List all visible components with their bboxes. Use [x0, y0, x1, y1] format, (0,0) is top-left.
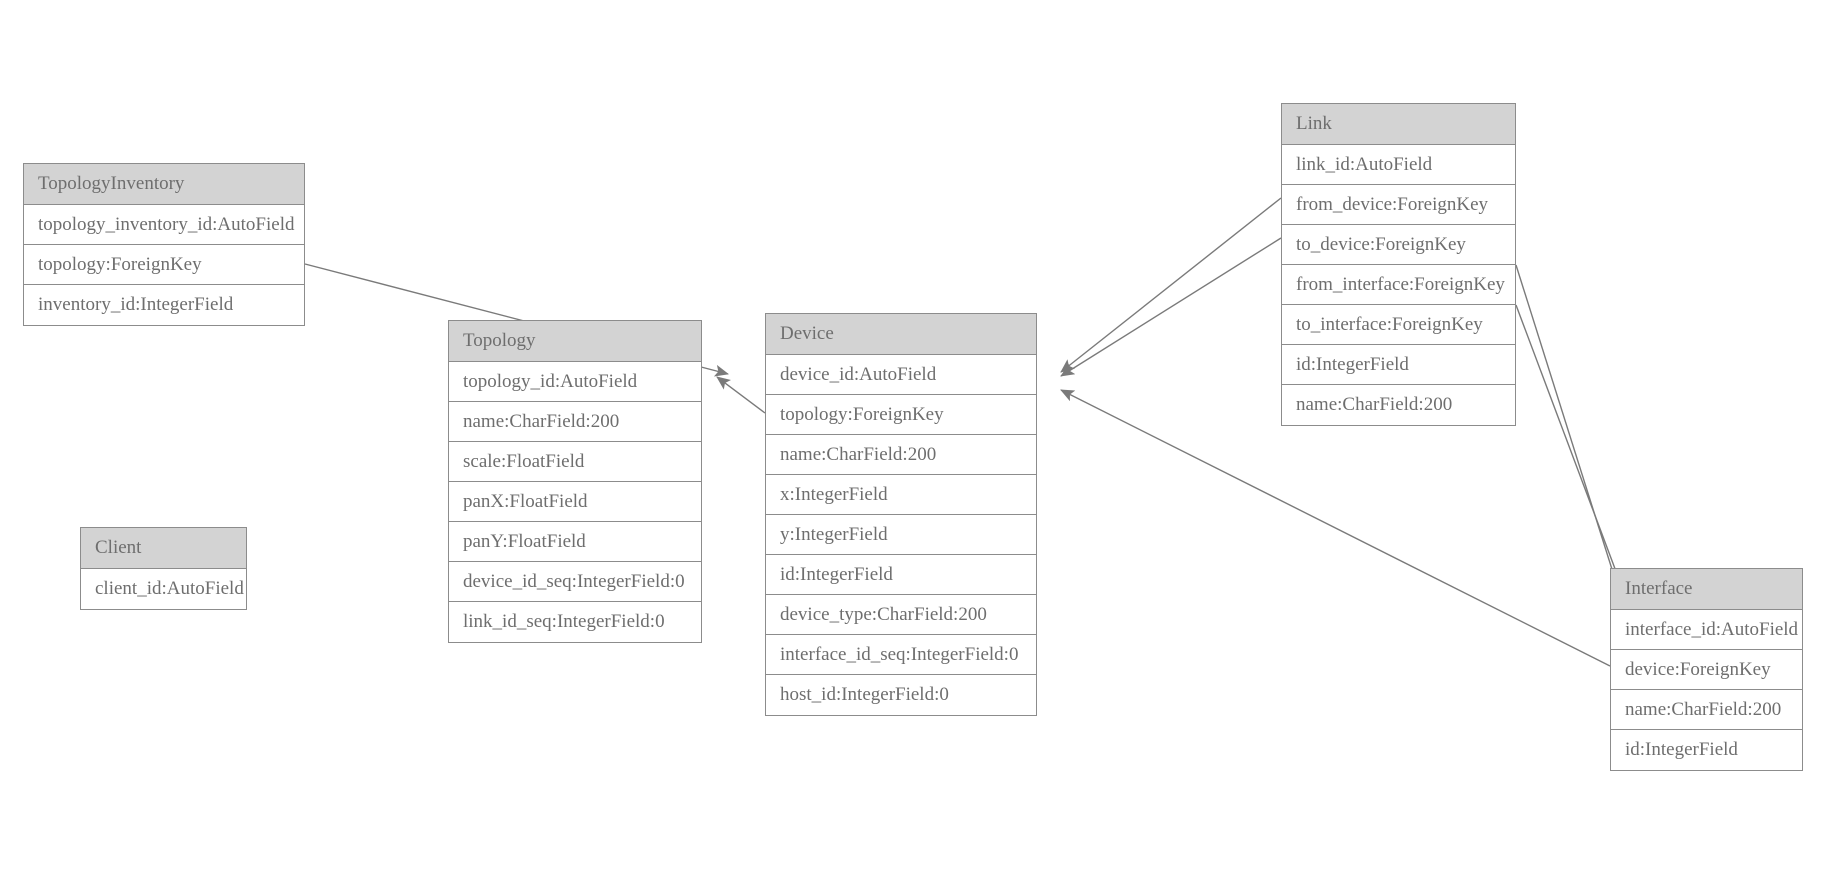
- entity-title-device: Device: [766, 314, 1036, 355]
- attribute-row[interactable]: x:IntegerField: [766, 475, 1036, 515]
- attribute-row[interactable]: link_id:AutoField: [1282, 145, 1515, 185]
- attribute-row[interactable]: to_interface:ForeignKey: [1282, 305, 1515, 345]
- attribute-row[interactable]: panY:FloatField: [449, 522, 701, 562]
- attribute-row[interactable]: client_id:AutoField: [81, 569, 246, 609]
- attribute-row[interactable]: id:IntegerField: [1611, 730, 1802, 770]
- attribute-row[interactable]: name:CharField:200: [1611, 690, 1802, 730]
- attribute-row[interactable]: scale:FloatField: [449, 442, 701, 482]
- attribute-row[interactable]: device_type:CharField:200: [766, 595, 1036, 635]
- attribute-row[interactable]: device:ForeignKey: [1611, 650, 1802, 690]
- attribute-row[interactable]: inventory_id:IntegerField: [24, 285, 304, 325]
- attribute-row[interactable]: host_id:IntegerField:0: [766, 675, 1036, 715]
- entity-title-topologyinventory: TopologyInventory: [24, 164, 304, 205]
- attribute-row[interactable]: topology_inventory_id:AutoField: [24, 205, 304, 245]
- entity-title-topology: Topology: [449, 321, 701, 362]
- attribute-row[interactable]: topology:ForeignKey: [766, 395, 1036, 435]
- entity-attribute-list-client: client_id:AutoField: [81, 569, 246, 609]
- attribute-row[interactable]: device_id_seq:IntegerField:0: [449, 562, 701, 602]
- attribute-row[interactable]: id:IntegerField: [766, 555, 1036, 595]
- attribute-row[interactable]: from_interface:ForeignKey: [1282, 265, 1515, 305]
- attribute-row[interactable]: name:CharField:200: [449, 402, 701, 442]
- attribute-row[interactable]: id:IntegerField: [1282, 345, 1515, 385]
- attribute-row[interactable]: name:CharField:200: [1282, 385, 1515, 425]
- attribute-row[interactable]: interface_id_seq:IntegerField:0: [766, 635, 1036, 675]
- entity-title-interface: Interface: [1611, 569, 1802, 610]
- attribute-row[interactable]: panX:FloatField: [449, 482, 701, 522]
- attribute-row[interactable]: from_device:ForeignKey: [1282, 185, 1515, 225]
- attribute-row[interactable]: name:CharField:200: [766, 435, 1036, 475]
- entity-title-client: Client: [81, 528, 246, 569]
- attribute-row[interactable]: link_id_seq:IntegerField:0: [449, 602, 701, 642]
- attribute-row[interactable]: topology:ForeignKey: [24, 245, 304, 285]
- attribute-row[interactable]: interface_id:AutoField: [1611, 610, 1802, 650]
- entity-title-link: Link: [1282, 104, 1515, 145]
- attribute-row[interactable]: device_id:AutoField: [766, 355, 1036, 395]
- attribute-row[interactable]: to_device:ForeignKey: [1282, 225, 1515, 265]
- attribute-row[interactable]: topology_id:AutoField: [449, 362, 701, 402]
- attribute-row[interactable]: y:IntegerField: [766, 515, 1036, 555]
